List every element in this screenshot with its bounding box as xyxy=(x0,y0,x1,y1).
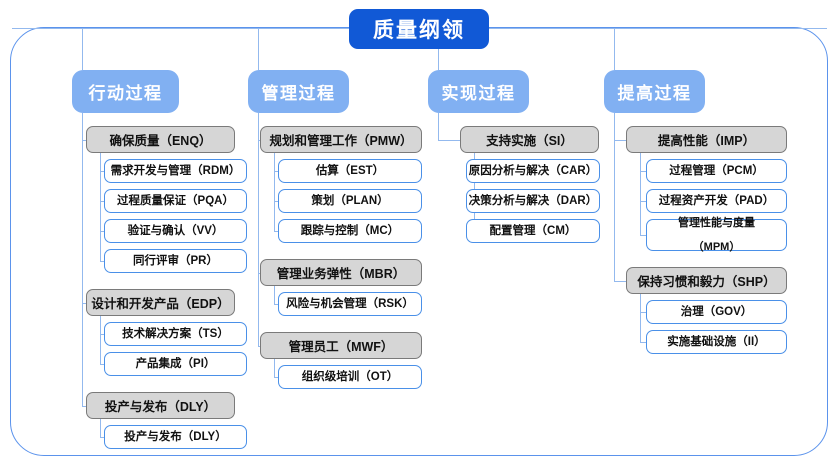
header-to-root-connector xyxy=(82,28,84,70)
header-to-root-connector xyxy=(614,28,616,70)
leaf-node[interactable]: 组织级培训（OT） xyxy=(278,365,422,389)
leaf-node[interactable]: 同行评审（PR） xyxy=(104,249,247,273)
leaf-connector-stub xyxy=(100,437,104,439)
group-child-trunk xyxy=(274,286,276,304)
column-header-3[interactable]: 实现过程 xyxy=(428,70,529,113)
group-node[interactable]: 管理业务弹性（MBR） xyxy=(260,259,422,286)
group-child-trunk xyxy=(100,419,102,437)
group-node[interactable]: 提高性能（IMP） xyxy=(626,126,787,153)
leaf-node[interactable]: 需求开发与管理（RDM） xyxy=(104,159,247,183)
leaf-connector-stub xyxy=(100,201,104,203)
group-child-trunk xyxy=(640,294,642,342)
group-connector-stub xyxy=(438,139,460,141)
leaf-connector-stub xyxy=(274,304,278,306)
leaf-node[interactable]: 投产与发布（DLY） xyxy=(104,425,247,449)
leaf-connector-stub xyxy=(274,231,278,233)
leaf-node[interactable]: 决策分析与解决（DAR） xyxy=(466,189,600,213)
group-child-trunk xyxy=(274,359,276,377)
header-to-root-connector xyxy=(438,28,440,70)
column-trunk xyxy=(82,113,84,406)
column-header-4[interactable]: 提高过程 xyxy=(604,70,705,113)
leaf-node[interactable]: 过程管理（PCM） xyxy=(646,159,787,183)
group-connector-stub xyxy=(82,139,86,141)
group-connector-stub xyxy=(82,302,86,304)
leaf-connector-stub xyxy=(640,342,646,344)
leaf-node[interactable]: 过程质量保证（PQA） xyxy=(104,189,247,213)
column-trunk xyxy=(614,113,616,281)
leaf-connector-stub xyxy=(100,171,104,173)
column-trunk xyxy=(258,113,260,346)
leaf-connector-stub xyxy=(100,231,104,233)
group-connector-stub xyxy=(614,280,626,282)
leaf-node[interactable]: 产品集成（PI） xyxy=(104,352,247,376)
leaf-node[interactable]: 风险与机会管理（RSK） xyxy=(278,292,422,316)
leaf-connector-stub xyxy=(100,261,104,263)
leaf-node[interactable]: 配置管理（CM） xyxy=(466,219,600,243)
group-node[interactable]: 管理员工（MWF） xyxy=(260,332,422,359)
leaf-node[interactable]: 过程资产开发（PAD） xyxy=(646,189,787,213)
group-node[interactable]: 确保质量（ENQ） xyxy=(86,126,235,153)
leaf-node[interactable]: 原因分析与解决（CAR） xyxy=(466,159,600,183)
group-node[interactable]: 规划和管理工作（PMW） xyxy=(260,126,422,153)
leaf-connector-stub xyxy=(100,364,104,366)
leaf-node[interactable]: 实施基础设施（II） xyxy=(646,330,787,354)
leaf-node[interactable]: 跟踪与控制（MC） xyxy=(278,219,422,243)
group-connector-stub xyxy=(82,405,86,407)
group-node[interactable]: 投产与发布（DLY） xyxy=(86,392,235,419)
leaf-connector-stub xyxy=(274,171,278,173)
group-node[interactable]: 设计和开发产品（EDP） xyxy=(86,289,235,316)
leaf-node[interactable]: 验证与确认（VV） xyxy=(104,219,247,243)
group-connector-stub xyxy=(614,139,626,141)
leaf-node[interactable]: 治理（GOV） xyxy=(646,300,787,324)
leaf-connector-stub xyxy=(640,312,646,314)
column-header-2[interactable]: 管理过程 xyxy=(248,70,349,113)
leaf-connector-stub xyxy=(640,201,646,203)
leaf-connector-stub xyxy=(100,334,104,336)
leaf-node[interactable]: 技术解决方案（TS） xyxy=(104,322,247,346)
column-header-1[interactable]: 行动过程 xyxy=(72,70,179,113)
leaf-node[interactable]: 策划（PLAN） xyxy=(278,189,422,213)
leaf-connector-stub xyxy=(274,377,278,379)
leaf-connector-stub xyxy=(640,171,646,173)
group-node[interactable]: 支持实施（SI） xyxy=(460,126,599,153)
group-connector-stub xyxy=(258,345,260,347)
group-child-trunk xyxy=(640,153,642,235)
group-child-trunk xyxy=(274,153,276,231)
leaf-connector-stub xyxy=(274,201,278,203)
root-title: 质量纲领 xyxy=(349,9,489,49)
group-child-trunk xyxy=(100,153,102,261)
header-to-root-connector xyxy=(258,28,260,70)
leaf-node[interactable]: 管理性能与度量（MPM） xyxy=(646,217,787,253)
leaf-node[interactable]: 估算（EST） xyxy=(278,159,422,183)
group-node[interactable]: 保持习惯和毅力（SHP） xyxy=(626,267,787,294)
leaf-connector-stub xyxy=(640,235,646,237)
column-trunk xyxy=(438,113,440,140)
group-child-trunk xyxy=(100,316,102,364)
